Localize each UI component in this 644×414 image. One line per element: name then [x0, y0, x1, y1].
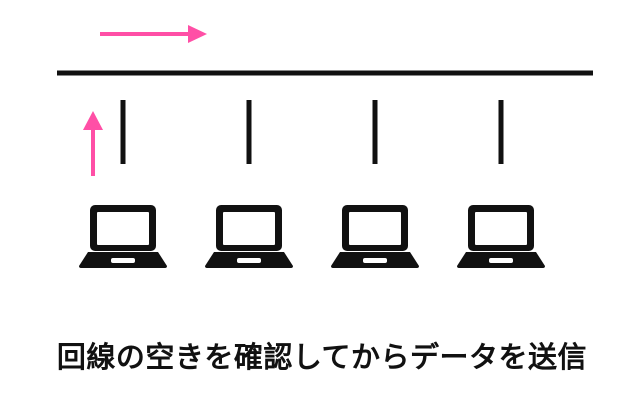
- diagram-caption: 回線の空きを確認してからデータを送信: [56, 340, 588, 374]
- laptop-icon: [331, 205, 419, 268]
- arrow-right-icon: [100, 25, 207, 43]
- laptop-icon: [79, 205, 167, 268]
- arrow-up-icon: [83, 111, 103, 176]
- laptop-icon: [205, 205, 293, 268]
- laptop-icon: [457, 205, 545, 268]
